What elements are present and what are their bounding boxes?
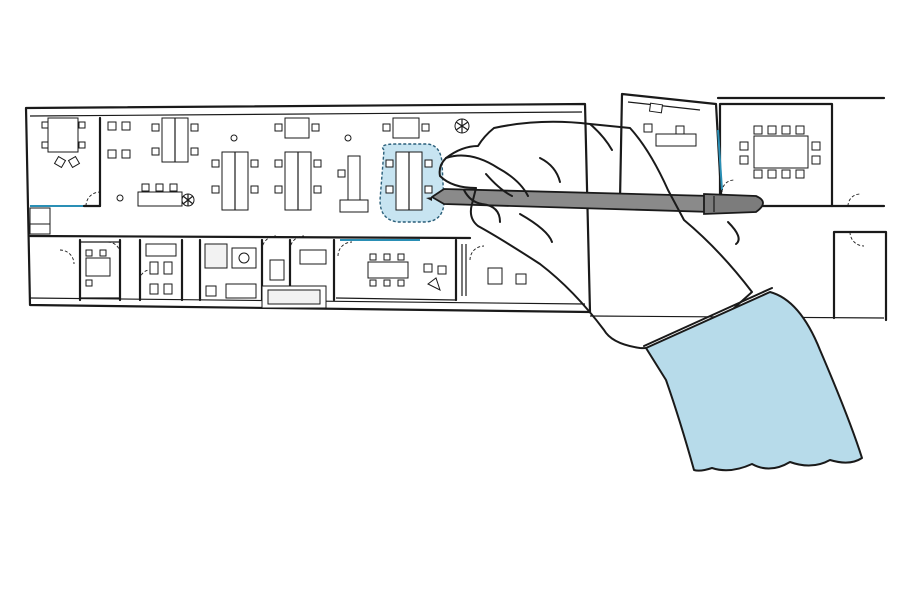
open-plan-area [107,117,470,213]
stylus-pen-icon [426,188,764,215]
bottom-rooms [59,235,527,309]
desk [284,117,310,139]
bench [137,191,183,207]
plant-icon [454,118,470,134]
plant-icon [181,193,195,207]
top-left-office [29,116,102,235]
meeting-table [367,261,409,279]
highlighted-workstation [379,143,445,223]
desk [47,117,79,153]
sleeve [643,287,863,472]
cabinet [29,207,51,225]
glass-wall [717,129,723,191]
right-building [589,92,888,322]
conference-table [753,135,809,169]
hand-icon [438,120,753,350]
corridor-wall [28,234,472,240]
inner-wall-top [29,111,583,117]
